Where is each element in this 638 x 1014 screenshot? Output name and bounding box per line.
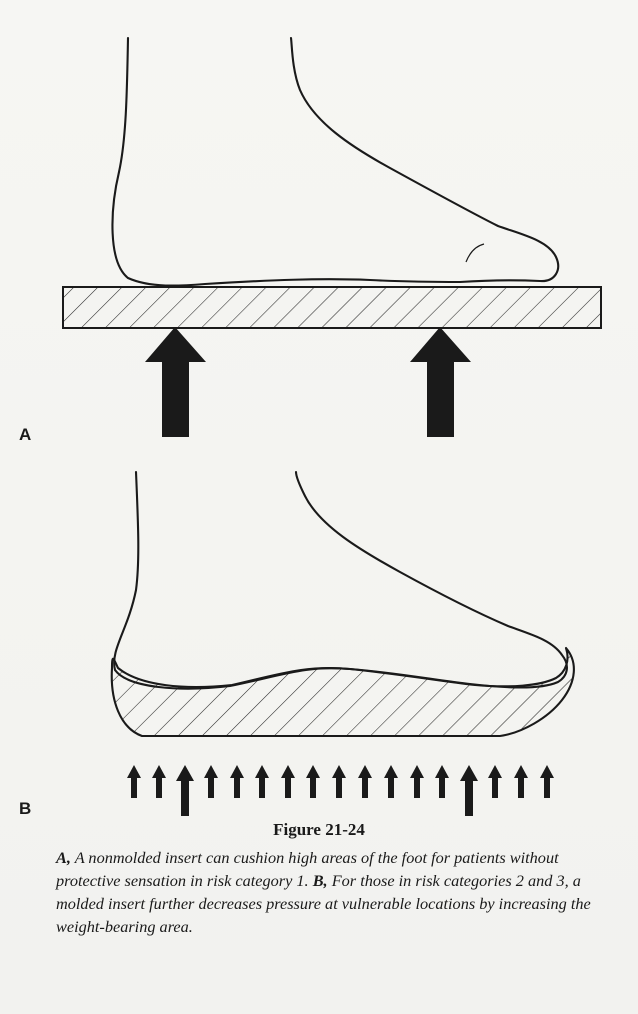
pressure-arrow-icon — [281, 765, 295, 798]
pressure-arrow-icon — [540, 765, 554, 798]
pressure-arrow-icon — [460, 765, 478, 816]
figure-caption: A, A nonmolded insert can cushion high a… — [56, 846, 604, 938]
molded-insert-b — [112, 648, 574, 736]
pressure-arrow-icon — [306, 765, 320, 798]
pressure-arrow-icon — [127, 765, 141, 798]
pressure-arrow-icon — [332, 765, 346, 798]
pressure-arrow-icon — [204, 765, 218, 798]
foot-outline-a — [112, 38, 558, 286]
foot-outline-b — [114, 472, 567, 689]
panel-b-drawing — [112, 472, 574, 816]
figure-number: Figure 21-24 — [0, 820, 638, 840]
panel-label-a: A — [19, 425, 31, 445]
pressure-arrow-icon — [255, 765, 269, 798]
pressure-arrow-icon — [410, 327, 471, 437]
pressure-arrow-icon — [176, 765, 194, 816]
arrow-row-b — [127, 765, 554, 816]
toe-crease-a — [466, 244, 484, 262]
pressure-arrow-icon — [488, 765, 502, 798]
pressure-arrow-icon — [358, 765, 372, 798]
pressure-arrow-icon — [152, 765, 166, 798]
pressure-arrow-icon — [145, 327, 206, 437]
panel-label-b: B — [19, 799, 31, 819]
caption-b-label: B, — [313, 871, 328, 890]
flat-insert-a — [63, 287, 601, 328]
panel-a-drawing — [63, 38, 601, 437]
caption-a-label: A, — [56, 848, 71, 867]
pressure-arrow-icon — [410, 765, 424, 798]
pressure-arrow-icon — [230, 765, 244, 798]
pressure-arrow-icon — [514, 765, 528, 798]
pressure-arrow-icon — [435, 765, 449, 798]
pressure-arrow-icon — [384, 765, 398, 798]
